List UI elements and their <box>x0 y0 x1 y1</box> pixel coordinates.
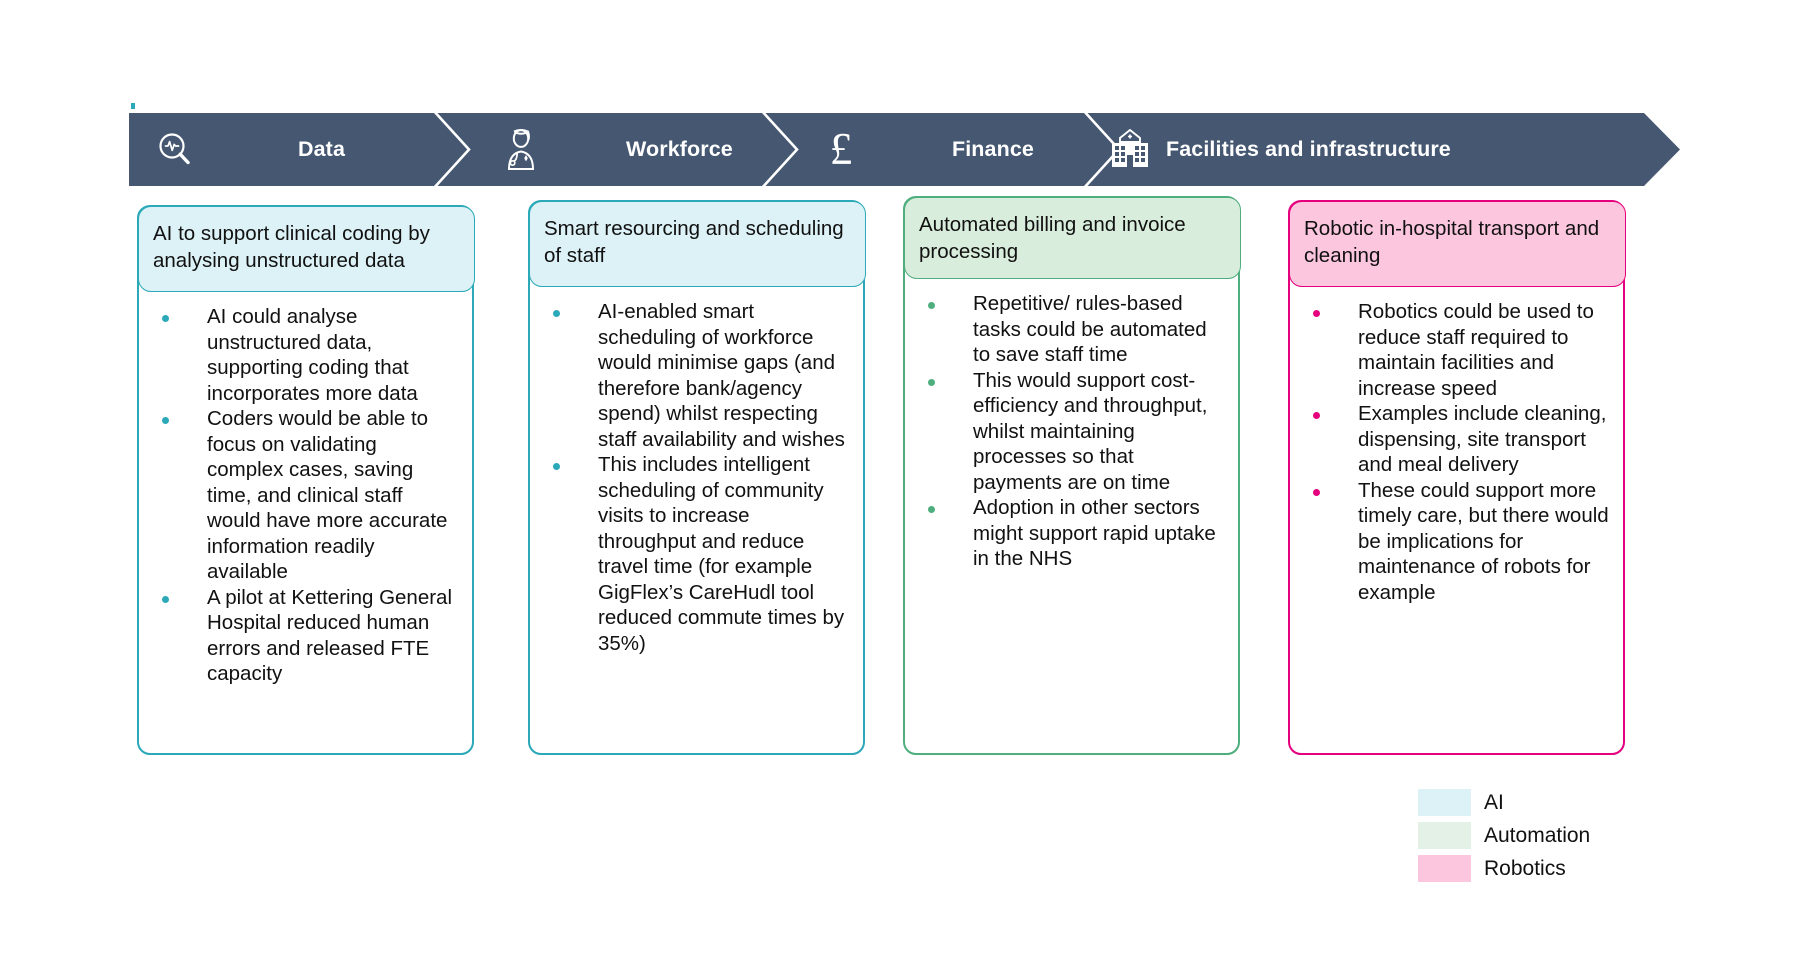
banner-background <box>129 113 1680 186</box>
card-title-2: Smart resourcing and scheduling of staff <box>529 201 866 287</box>
bullet-dot-icon <box>162 417 169 425</box>
bullet-text: Coders would be able to focus on validat… <box>207 407 448 584</box>
bullet-text: Robotics could be used to reduce staff r… <box>1358 300 1594 400</box>
legend-swatch-robotics <box>1418 855 1471 882</box>
legend-swatch-automation <box>1418 822 1471 849</box>
bullet-dot-icon <box>553 463 560 471</box>
card-body-2: AI-enabled smart scheduling of workforce… <box>530 299 863 656</box>
list-item: These could support more timely care, bu… <box>1300 478 1609 606</box>
banner-divider-2 <box>757 109 803 190</box>
banner-segment-finance[interactable]: £ Finance <box>789 113 1109 186</box>
list-item: Examples include cleaning, dispensing, s… <box>1300 401 1609 478</box>
card-facilities-robotics: Robotic in-hospital transport and cleani… <box>1288 200 1626 755</box>
hospital-building-icon <box>1107 129 1153 169</box>
list-item: This includes intelligent scheduling of … <box>540 452 849 656</box>
list-item: Adoption in other sectors might support … <box>915 495 1224 572</box>
banner-label-data: Data <box>298 137 346 161</box>
bullet-dot-icon <box>928 302 935 309</box>
bullet-text: This would support cost-efficiency and t… <box>973 368 1208 494</box>
list-item: This would support cost-efficiency and t… <box>915 368 1224 496</box>
card-body-1: AI could analyse unstructured data, supp… <box>139 304 472 687</box>
bullet-dot-icon <box>162 315 169 322</box>
card-title-1: AI to support clinical coding by analysi… <box>138 206 475 292</box>
bullet-list-1: AI could analyse unstructured data, supp… <box>149 304 458 687</box>
pound-sterling-icon: £ <box>829 124 853 174</box>
list-item: A pilot at Kettering General Hospital re… <box>149 585 458 687</box>
clinician-icon <box>501 128 541 172</box>
list-item: Robotics could be used to reduce staff r… <box>1300 299 1609 401</box>
bullet-text: Examples include cleaning, dispensing, s… <box>1358 402 1607 477</box>
magnifier-pulse-icon <box>156 131 194 169</box>
banner-divider-1 <box>429 109 475 190</box>
bullet-dot-icon <box>1313 412 1320 420</box>
list-item: AI could analyse unstructured data, supp… <box>149 304 458 406</box>
legend-swatch-ai <box>1418 789 1471 816</box>
bullet-dot-icon <box>928 506 935 514</box>
legend: AI Automation Robotics <box>1418 786 1590 885</box>
bullet-dot-icon <box>1313 310 1320 317</box>
card-finance-automation: Automated billing and invoice processing… <box>903 196 1241 755</box>
banner-label-finance: Finance <box>952 137 1034 161</box>
card-title-3: Automated billing and invoice processing <box>904 197 1241 279</box>
banner-segment-facilities[interactable]: Facilities and infrastructure <box>1109 113 1669 186</box>
legend-label-automation: Automation <box>1484 823 1591 847</box>
bullet-text: AI could analyse unstructured data, supp… <box>207 305 418 405</box>
bullet-text: Repetitive/ rules-based tasks could be a… <box>973 292 1207 367</box>
card-title-4: Robotic in-hospital transport and cleani… <box>1289 201 1626 287</box>
bullet-dot-icon <box>1313 488 1320 496</box>
banner-segment-workforce[interactable]: Workforce <box>459 113 789 186</box>
legend-item-automation: Automation <box>1418 819 1590 852</box>
banner-label-workforce: Workforce <box>626 137 733 161</box>
card-workforce-ai: Smart resourcing and scheduling of staff… <box>528 200 866 755</box>
card-body-3: Repetitive/ rules-based tasks could be a… <box>905 291 1238 572</box>
bullet-text: AI-enabled smart scheduling of workforce… <box>598 300 845 451</box>
bullet-dot-icon <box>928 378 935 386</box>
bullet-list-2: AI-enabled smart scheduling of workforce… <box>540 299 849 656</box>
bullet-text: A pilot at Kettering General Hospital re… <box>207 585 453 686</box>
banner-segment-data[interactable]: Data <box>129 113 504 186</box>
list-item: AI-enabled smart scheduling of workforce… <box>540 299 849 452</box>
bullet-text: Adoption in other sectors might support … <box>973 496 1216 571</box>
bullet-text: This includes intelligent scheduling of … <box>598 453 845 655</box>
category-banner: Data Workforce £ Finance <box>129 109 1680 190</box>
bullet-text: These could support more timely care, bu… <box>1358 478 1609 604</box>
bullet-dot-icon <box>553 310 560 317</box>
bullet-list-3: Repetitive/ rules-based tasks could be a… <box>915 291 1224 572</box>
banner-label-facilities: Facilities and infrastructure <box>1166 137 1451 161</box>
legend-label-robotics: Robotics <box>1484 856 1566 880</box>
list-item: Repetitive/ rules-based tasks could be a… <box>915 291 1224 368</box>
legend-item-ai: AI <box>1418 786 1590 819</box>
card-body-4: Robotics could be used to reduce staff r… <box>1290 299 1623 605</box>
bullet-list-4: Robotics could be used to reduce staff r… <box>1300 299 1609 605</box>
card-data-ai: AI to support clinical coding by analysi… <box>137 205 475 755</box>
legend-label-ai: AI <box>1484 790 1504 814</box>
stray-speck <box>131 103 135 109</box>
legend-item-robotics: Robotics <box>1418 852 1590 885</box>
list-item: Coders would be able to focus on validat… <box>149 406 458 585</box>
bullet-dot-icon <box>162 595 169 603</box>
